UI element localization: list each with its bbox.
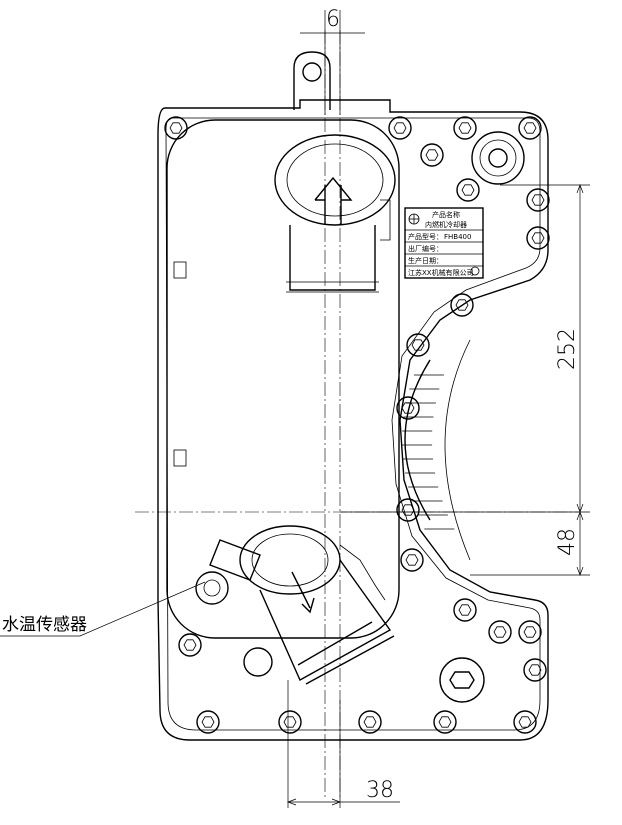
bolt-icon [400, 548, 424, 572]
bolt-icon [523, 658, 547, 682]
bolt-pattern [164, 116, 550, 734]
sensor-callout: 水温传感器 [0, 581, 206, 637]
fin-arc [402, 339, 471, 561]
nameplate-model-value: FHB400 [444, 233, 471, 241]
top-lifting-lug [293, 51, 331, 110]
bolt-icon [420, 143, 444, 167]
bolt-icon [513, 710, 537, 734]
bolt-icon [526, 188, 550, 212]
bolt-icon [433, 710, 457, 734]
housing-outline [157, 99, 549, 741]
dim-bottom-width-label: 38 [366, 778, 394, 803]
dimension-top-width: 6 [300, 7, 365, 115]
outlet-pipe [239, 525, 395, 685]
bolt-icon [406, 333, 430, 357]
bolt-icon [278, 710, 302, 734]
bolt-icon [456, 178, 480, 202]
nameplate: 产品名称 内燃机冷却器 产品型号： FHB400 出厂编号： 生产日期： 江苏X… [404, 207, 484, 279]
center-lines [135, 30, 580, 800]
bolt-icon [396, 396, 420, 420]
inlet-pipe [274, 134, 396, 293]
bolt-icon [388, 116, 412, 140]
dim-vertical-upper-label: 252 [555, 328, 580, 370]
bolt-icon [358, 710, 382, 734]
dimension-bottom-width: 38 [287, 680, 400, 808]
bolt-icon [526, 226, 550, 250]
dim-vertical-lower-label: 48 [555, 528, 580, 556]
bolt-icon [164, 116, 188, 140]
bolt-icon [396, 498, 420, 522]
water-temp-sensor-label: 水温传感器 [2, 615, 87, 635]
bolt-icon [178, 633, 202, 657]
bolt-icon [453, 116, 477, 140]
nameplate-title: 产品名称 [432, 210, 460, 219]
bolt-icon [196, 710, 220, 734]
dimension-vertical: 252 48 [340, 184, 590, 576]
coolant-reservoir [166, 119, 400, 639]
water-temp-sensor [195, 539, 261, 605]
nameplate-maker: 江苏XX机械有限公司 [408, 268, 474, 277]
bolt-icon [450, 293, 474, 317]
bolt-icon [453, 598, 477, 622]
top-right-port [471, 131, 525, 185]
bolt-icon [518, 620, 542, 644]
nameplate-row-2: 出厂编号： [408, 244, 443, 253]
dim-top-width-label: 6 [326, 7, 340, 32]
bolt-icon [488, 620, 512, 644]
nameplate-subtitle: 内燃机冷却器 [425, 220, 467, 229]
bottom-right-boss [439, 657, 485, 703]
nameplate-model-label: 产品型号： [408, 232, 443, 241]
nameplate-row-3: 生产日期： [408, 256, 443, 265]
bolt-icon [518, 116, 542, 140]
